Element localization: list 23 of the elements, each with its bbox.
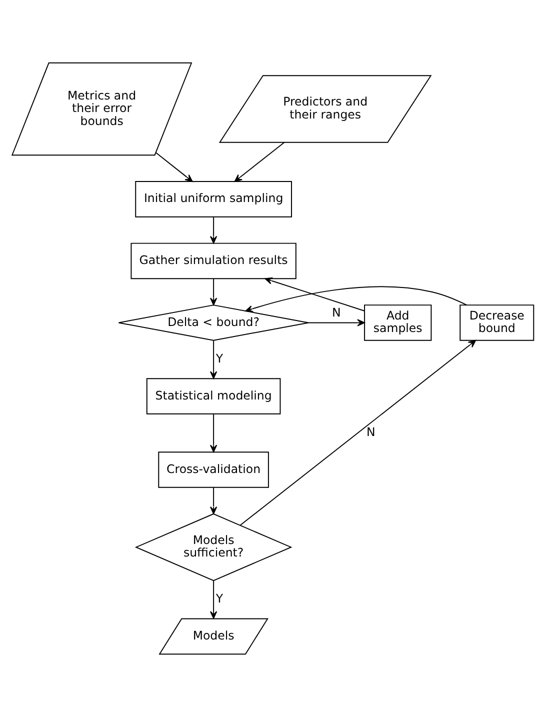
arrow	[210, 414, 218, 452]
edge-label: N	[366, 425, 376, 440]
arrow	[210, 216, 218, 244]
arrow	[264, 277, 365, 312]
node-box: Cross-validation	[158, 452, 269, 488]
arrow	[308, 319, 365, 326]
arrow	[156, 152, 193, 182]
edge-label: Y	[216, 592, 224, 606]
node-box: Statistical modeling	[146, 378, 281, 414]
edge-label: Y	[216, 352, 224, 366]
arrow	[210, 278, 218, 306]
arrow	[245, 286, 468, 312]
node-box: Decrease bound	[460, 304, 534, 341]
edge-label: N	[332, 305, 341, 320]
arrow	[210, 487, 218, 514]
node-diamond: Models sufficient?	[134, 513, 292, 582]
node-box: Gather simulation results	[130, 242, 296, 280]
node-box: Add samples	[364, 304, 432, 341]
arrow	[210, 580, 218, 619]
arrow	[234, 142, 285, 182]
arrow	[210, 340, 218, 379]
arrow	[240, 340, 476, 526]
node-box: Initial uniform sampling	[135, 181, 292, 218]
